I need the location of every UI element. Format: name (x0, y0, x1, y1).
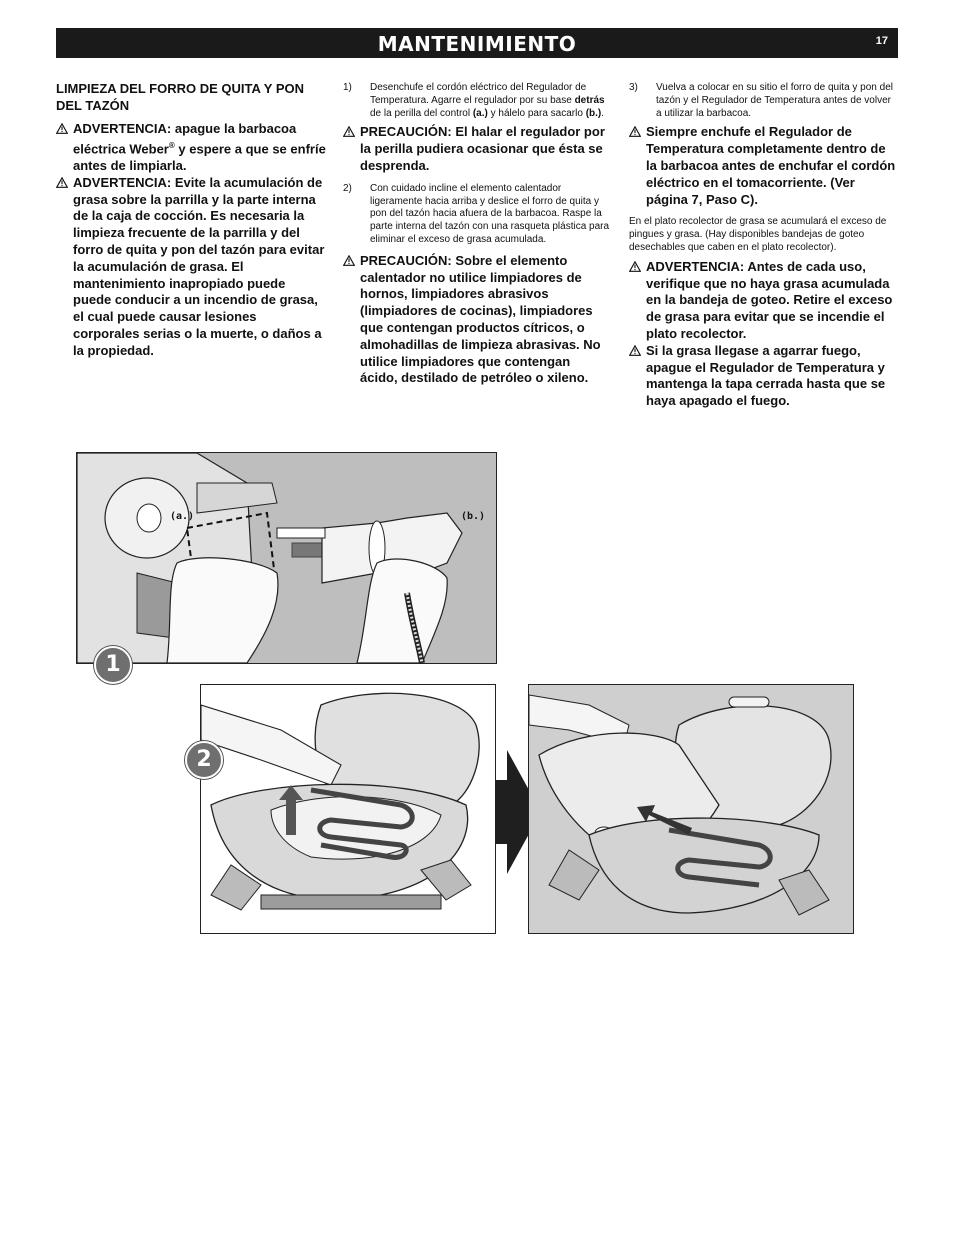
warning-grease-fire-text: Si la grasa llegase a agarrar fuego, apa… (646, 342, 886, 409)
step-2-text: Con cuidado incline el elemento calentad… (370, 182, 610, 245)
warning-turn-off: ADVERTENCIA: apague la barbacoa eléctric… (56, 121, 326, 175)
label-a: (a.) (170, 511, 195, 522)
column-middle: 1) Desenchufe el cordón eléctrico del Re… (343, 82, 611, 387)
step-1-text-a: Desenchufe el cordón eléctrico del Regul… (370, 82, 587, 106)
caution-knob-text: PRECAUCIÓN: El halar el regulador por la… (360, 124, 605, 173)
step-1-text-end: . (601, 107, 605, 119)
warning-plug-in-text: Siempre enchufe el Regulador de Temperat… (646, 124, 896, 207)
cleaning-heading: LIMPIEZA DEL FORRO DE QUITA Y PON DEL TA… (56, 81, 304, 113)
warning-triangle-icon (343, 254, 355, 266)
step-1-text-behind: detrás (574, 94, 605, 106)
warning-triangle-icon (629, 126, 641, 138)
warning-turn-off-text-b: y espere a que se enfríe antes de limpia… (73, 141, 326, 173)
figure-1-illustration (77, 453, 496, 663)
warning-triangle-icon (629, 344, 641, 356)
step-1-ref-a: (a.) (472, 107, 488, 119)
warning-triangle-icon (629, 260, 641, 272)
next-step-arrow-icon (495, 750, 541, 874)
step-1-ref-b: (b.) (585, 107, 602, 119)
figure-2-badge: 2 (185, 741, 223, 779)
step-2-number: 2) (343, 182, 352, 194)
warning-grease-text: ADVERTENCIA: Evite la acumulación de gra… (73, 174, 325, 358)
figure-1-badge: 1 (94, 646, 132, 684)
caution-cleaners: PRECAUCIÓN: Sobre el elemento calentador… (343, 253, 611, 387)
warning-grease-fire: Si la grasa llegase a agarrar fuego, apa… (629, 343, 899, 410)
step-3-text: Vuelva a colocar en su sitio el forro de… (656, 82, 893, 119)
figure-2b-illustration (529, 685, 853, 933)
figure-2-lift-element (200, 684, 496, 934)
figure-1-unplug-regulator: (a.) (b.) (76, 452, 497, 664)
drip-tray-note: En el plato recolector de grasa se acumu… (629, 216, 887, 253)
step-3: 3) Vuelva a colocar en su sitio el forro… (629, 82, 899, 120)
column-right: 3) Vuelva a colocar en su sitio el forro… (629, 82, 899, 410)
step-2: 2) Con cuidado incline el elemento calen… (343, 183, 611, 247)
column-left: LIMPIEZA DEL FORRO DE QUITA Y PON DEL TA… (56, 80, 326, 359)
warning-drip-tray-text: ADVERTENCIA: Antes de cada uso, verifiqu… (646, 258, 893, 341)
section-header: MANTENIMIENTO 17 (56, 28, 898, 58)
step-1-number: 1) (343, 82, 352, 93)
warning-turn-off-text-a: ADVERTENCIA: apague la barbacoa eléctric… (73, 121, 297, 157)
step-1-text-c: de la perilla del control (370, 107, 473, 119)
figure-2-remove-liner (528, 684, 854, 934)
section-title: MANTENIMIENTO (377, 32, 577, 56)
step-1-text-e: y hálelo para sacarlo (487, 107, 586, 119)
warning-triangle-icon (56, 176, 68, 188)
step-1: 1) Desenchufe el cordón eléctrico del Re… (343, 82, 611, 120)
warning-grease: ADVERTENCIA: Evite la acumulación de gra… (56, 175, 326, 360)
step-3-number: 3) (629, 82, 638, 93)
caution-knob: PRECAUCIÓN: El halar el regulador por la… (343, 124, 611, 174)
warning-plug-in: Siempre enchufe el Regulador de Temperat… (629, 124, 899, 208)
warning-triangle-icon (343, 126, 355, 138)
caution-cleaners-text: PRECAUCIÓN: Sobre el elemento calentador… (360, 252, 601, 386)
warning-drip-tray: ADVERTENCIA: Antes de cada uso, verifiqu… (629, 259, 899, 343)
page-number: 17 (875, 35, 888, 47)
registered-mark: ® (168, 140, 175, 150)
label-b: (b.) (461, 511, 486, 522)
warning-triangle-icon (56, 123, 68, 134)
figure-2a-illustration (201, 685, 495, 933)
